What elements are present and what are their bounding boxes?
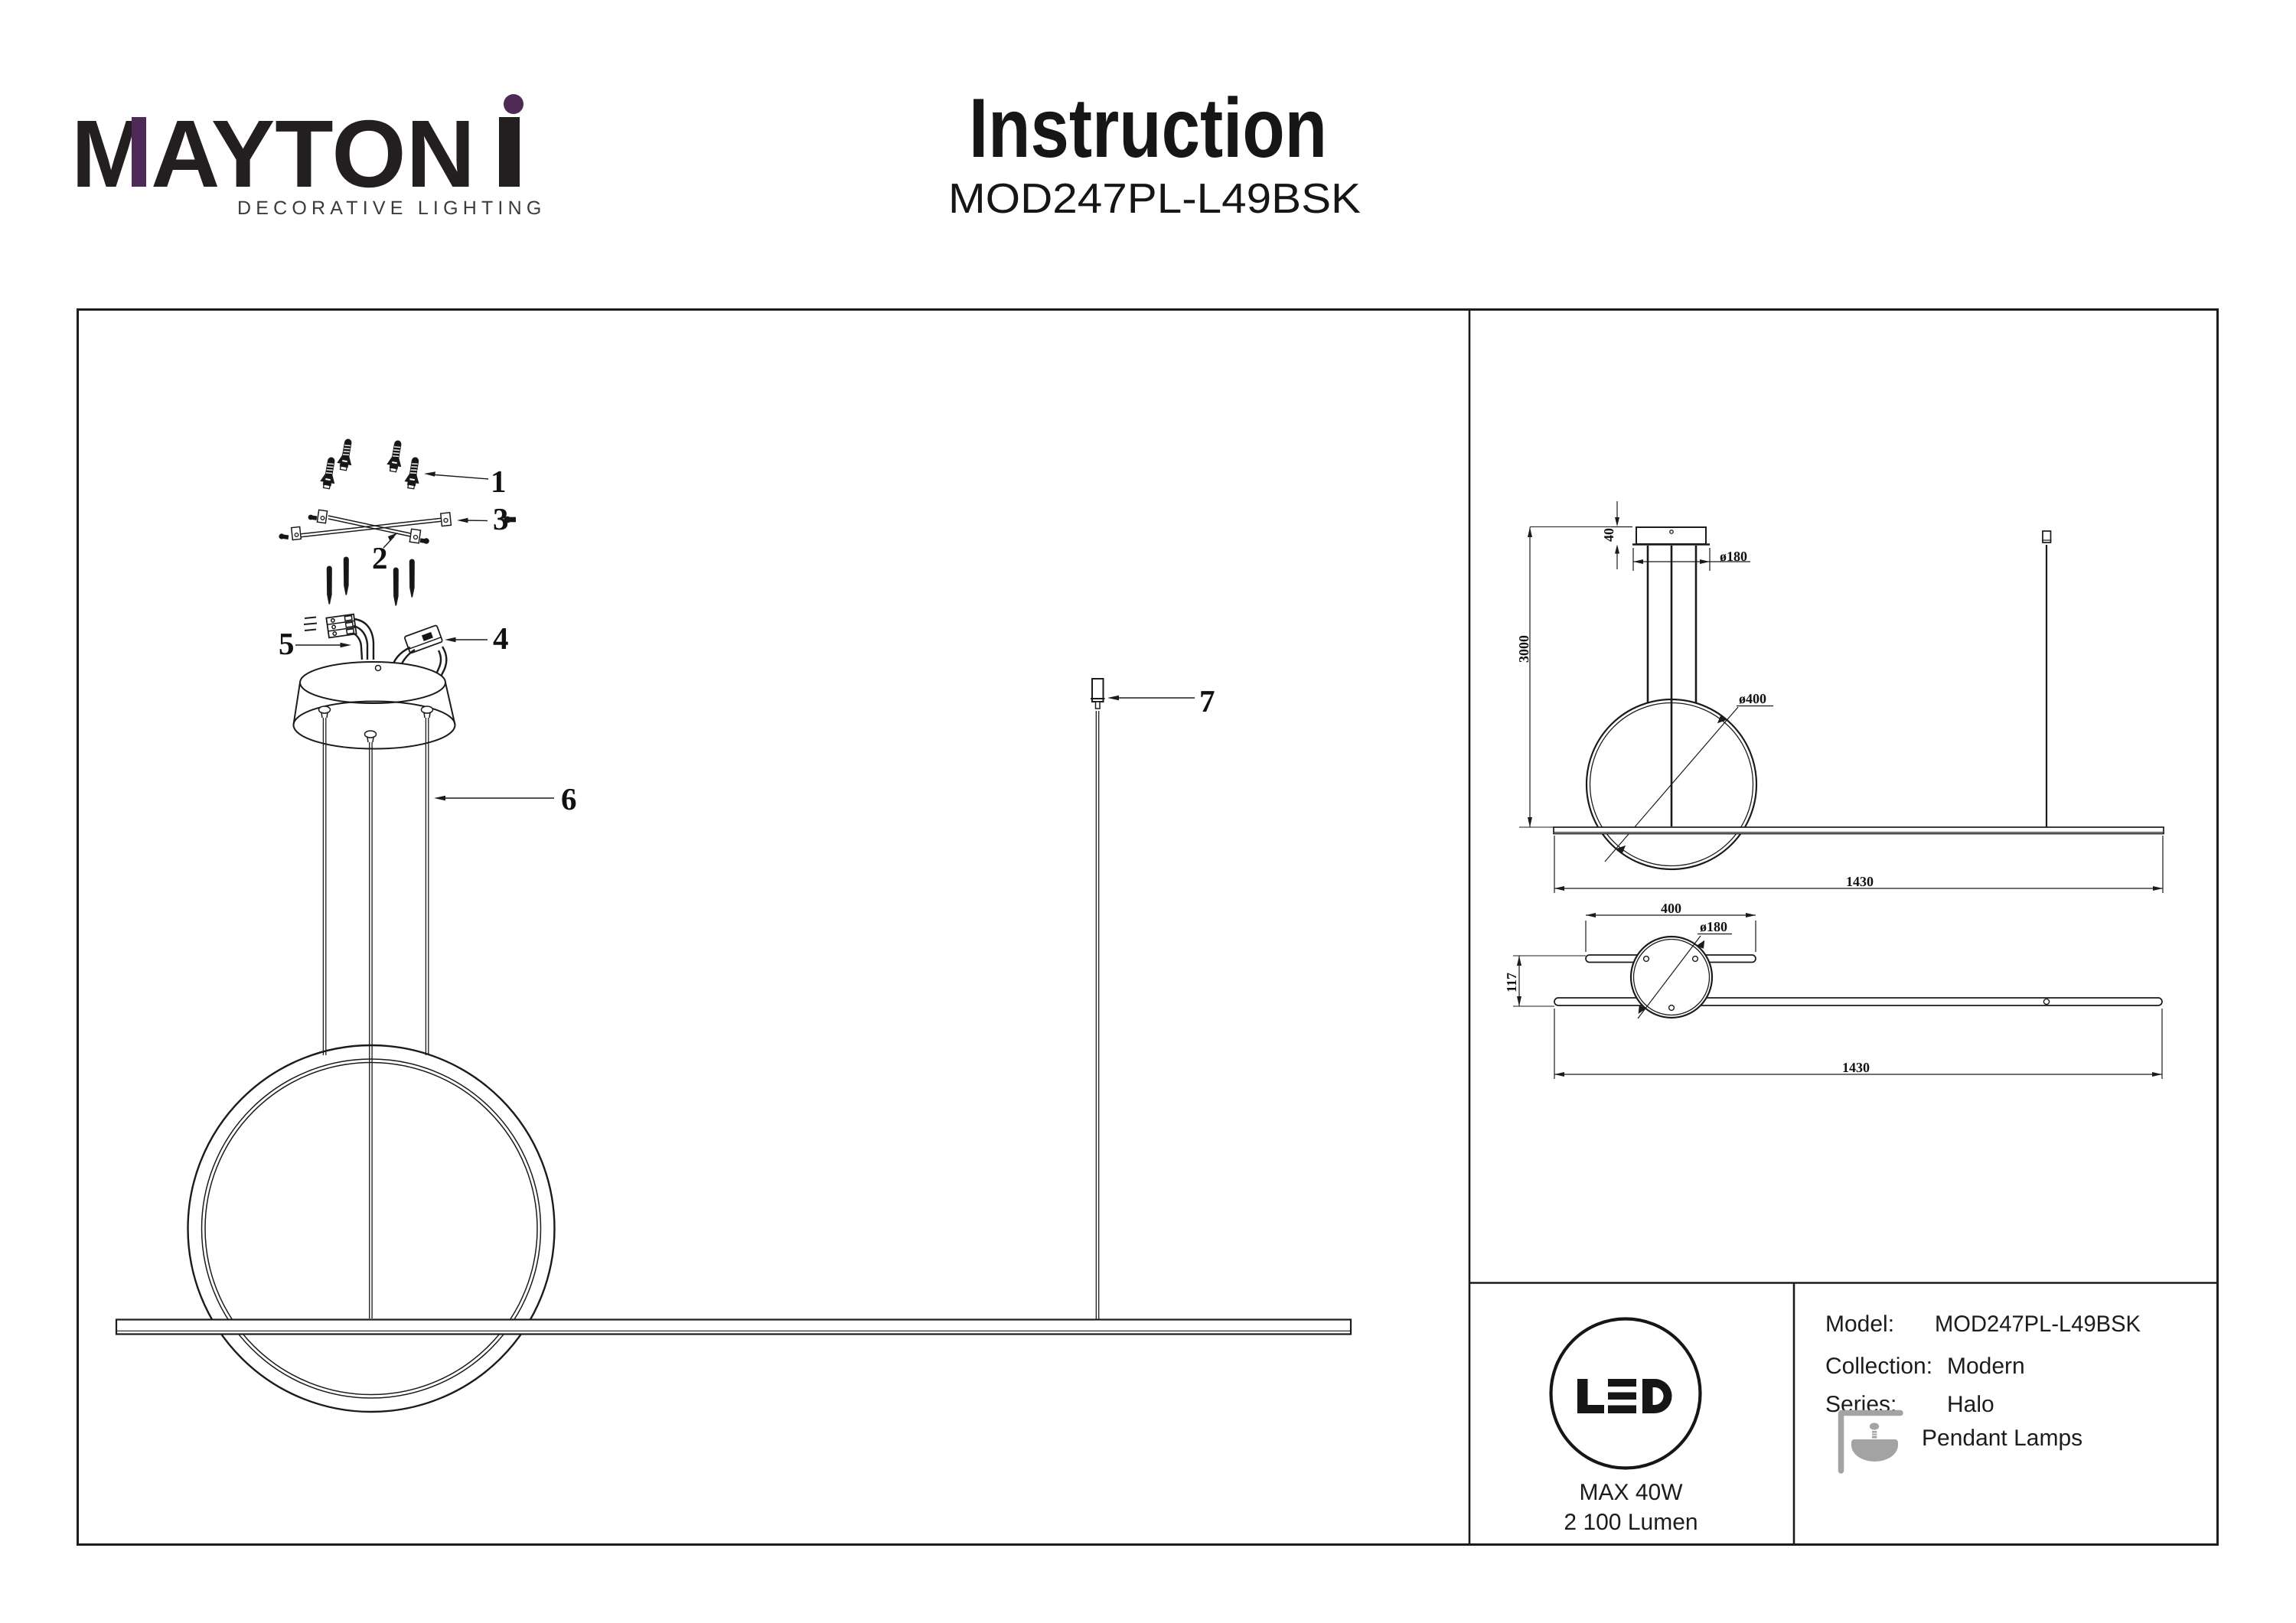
svg-text:5: 5 [279,626,295,661]
svg-text:400: 400 [1661,901,1681,916]
svg-text:MOD247PL-L49BSK: MOD247PL-L49BSK [948,174,1361,222]
svg-text:Pendant Lamps: Pendant Lamps [1922,1426,2082,1451]
svg-text:1430: 1430 [1842,1060,1870,1075]
svg-text:Collection:: Collection: [1825,1354,1932,1379]
svg-text:3: 3 [493,501,509,536]
svg-text:MAX 40W: MAX 40W [1579,1480,1683,1505]
svg-text:40: 40 [1601,528,1616,542]
svg-text:1: 1 [491,464,507,499]
svg-text:Model:: Model: [1825,1312,1894,1337]
svg-text:Halo: Halo [1947,1392,1994,1417]
svg-text:ø180: ø180 [1700,919,1727,934]
svg-text:Modern: Modern [1947,1354,2025,1379]
svg-text:117: 117 [1504,973,1519,992]
svg-text:7: 7 [1199,683,1215,719]
svg-text:ø400: ø400 [1739,691,1766,706]
svg-text:DECORATIVE LIGHTING: DECORATIVE LIGHTING [237,197,546,219]
svg-text:2 100 Lumen: 2 100 Lumen [1564,1510,1698,1535]
svg-text:2: 2 [372,540,388,575]
svg-text:3000: 3000 [1516,635,1531,663]
svg-text:4: 4 [493,621,509,656]
svg-text:6: 6 [561,781,577,816]
svg-text:MOD247PL-L49BSK: MOD247PL-L49BSK [1935,1312,2141,1337]
svg-text:Instruction: Instruction [969,81,1327,175]
svg-text:1430: 1430 [1846,874,1874,889]
svg-text:ø180: ø180 [1720,549,1747,564]
